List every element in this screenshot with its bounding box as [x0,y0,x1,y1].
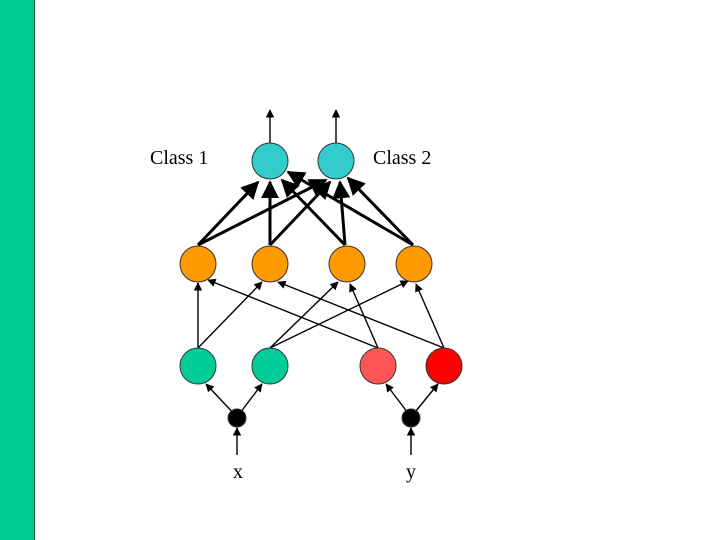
input-node-y1 [359,347,397,385]
edge-h3-o2 [332,180,351,246]
edge-h2-o2 [268,180,332,247]
output-node-1 [251,142,289,180]
edge-h4-o2 [346,176,415,247]
input-node-y2 [425,347,463,385]
hidden-node-4 [395,245,433,283]
edge-ix2-h3 [269,281,339,349]
output-node-2 [317,142,355,180]
edge-iy2-h4 [415,283,445,349]
hidden-node-1 [179,245,217,283]
edge-h1-o2 [197,178,328,247]
class2-label: Class 2 [373,147,431,169]
hidden-node-2 [251,245,289,283]
class1-label: Class 1 [150,147,208,169]
side-bar [0,0,35,540]
edge-ix1-h2 [197,281,263,349]
input-x-label: x [233,461,243,483]
hidden-node-3 [328,245,366,283]
edge-h1-o1 [196,180,260,247]
source-node-y [401,408,421,428]
edge-iy1-h1 [207,278,379,349]
edge-h3-o1 [280,178,347,247]
input-node-x2 [251,347,289,385]
input-y-label: y [406,461,416,483]
edge-ix2-h4 [269,280,409,349]
edge-h4-o1 [286,170,414,247]
input-node-x1 [179,347,217,385]
source-node-x [227,408,247,428]
edge-iy2-h2 [277,280,445,349]
